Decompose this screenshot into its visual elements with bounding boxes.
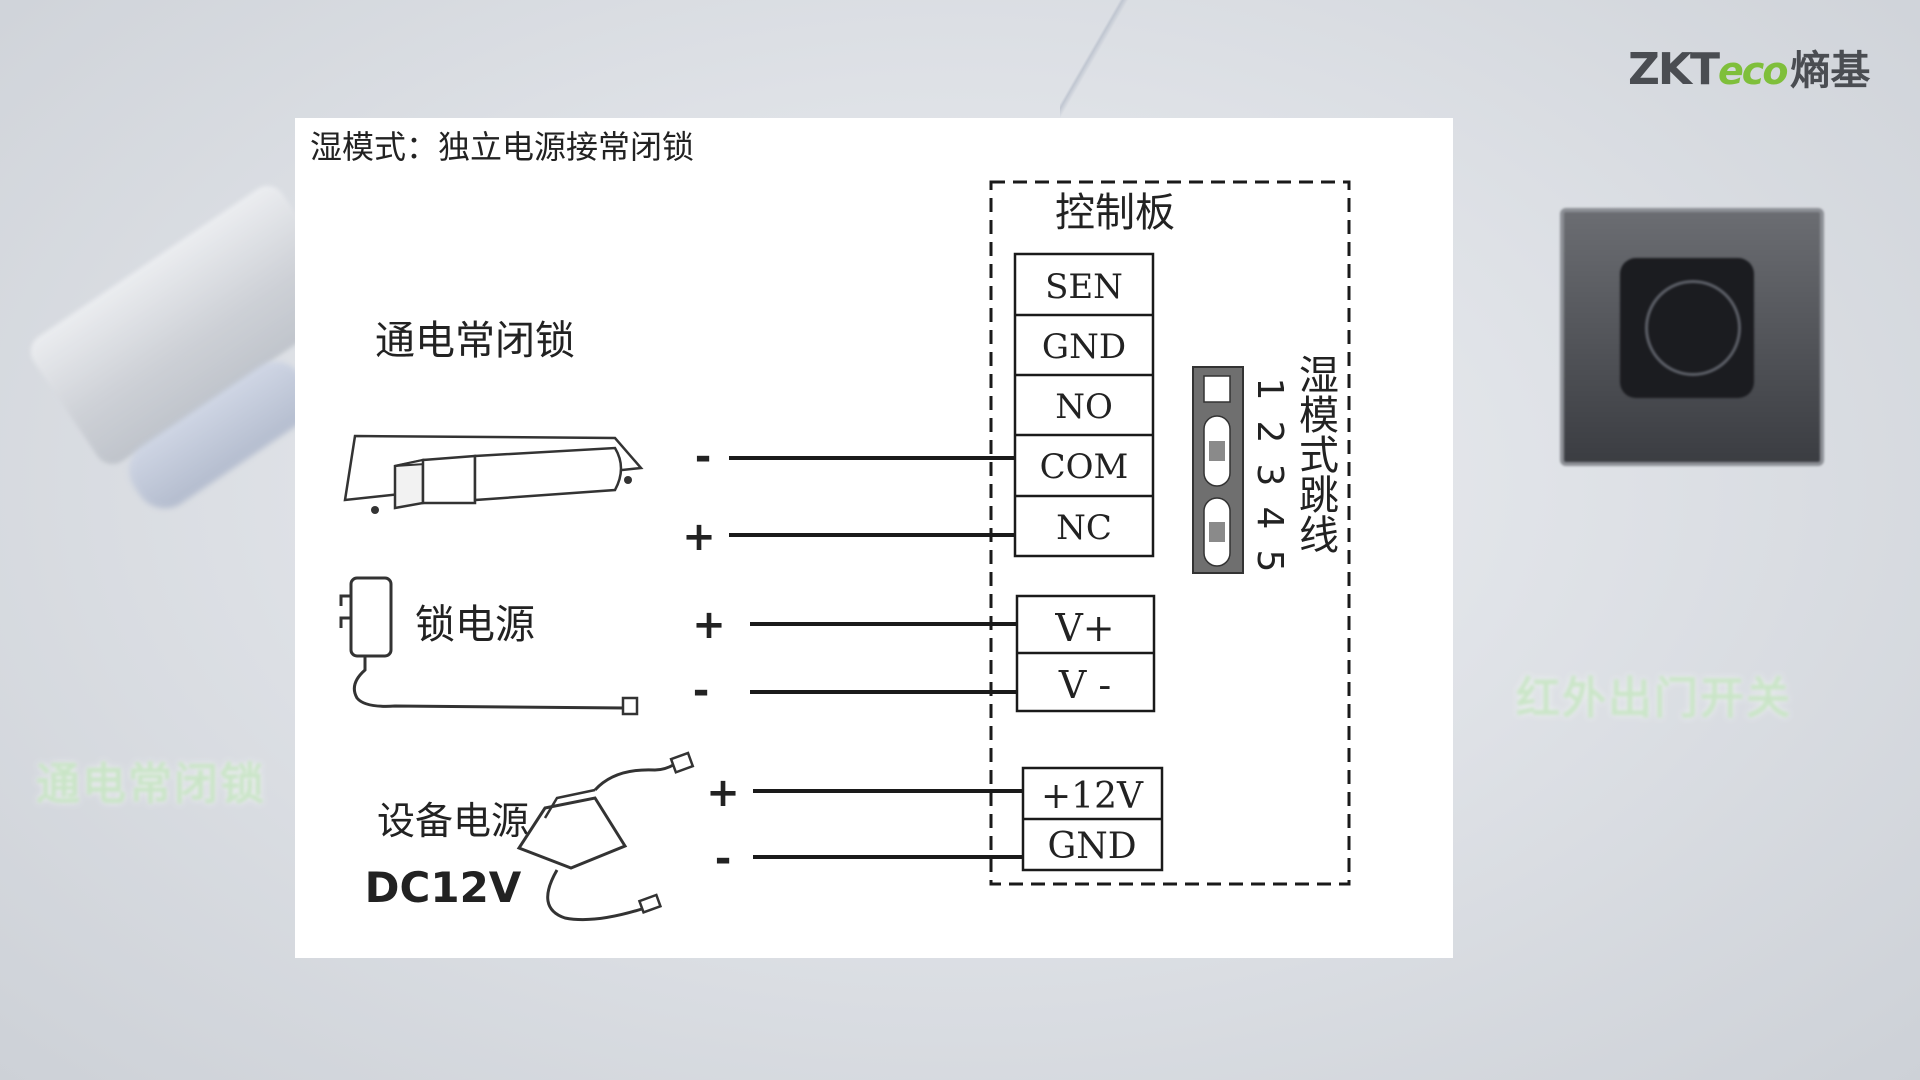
terminal-gnd: GND [1042, 327, 1126, 367]
device-power-adapter [516, 751, 695, 922]
terminal-nc: NC [1056, 508, 1112, 548]
lock-illustration [343, 434, 644, 514]
device-power-spec: DC12V [365, 863, 522, 912]
logo-latin: ZKT [1628, 44, 1720, 95]
jumper-numbers: 1 2 3 4 5 [1249, 378, 1290, 573]
terminal-no: NO [1055, 387, 1113, 427]
terminal-gnd-bottom: GND [1047, 826, 1136, 867]
wiring-diagram-panel: 湿模式：独立电源接常闭锁 控制板 SEN GND NO COM NC V+ V … [295, 118, 1453, 958]
device-adapter-cable-bottom [546, 869, 646, 922]
lock-block [421, 454, 477, 505]
sign-minus-device-power: - [715, 836, 732, 882]
background-caption-right: 红外出门开关 [1516, 673, 1792, 724]
terminal-com: COM [1040, 447, 1129, 487]
adapter-cable [352, 656, 626, 710]
sign-plus-device-power: + [706, 770, 740, 816]
sign-minus-lock: - [695, 434, 712, 480]
jumper-number-1: 1 [1249, 378, 1290, 401]
terminal-block-lock-power: V+ V - [1015, 594, 1156, 713]
adapter-connector [621, 696, 639, 716]
adapter-plug-prong [339, 616, 351, 628]
sign-minus-lock-power: - [693, 668, 710, 714]
wiring-diagram: 湿模式：独立电源接常闭锁 控制板 SEN GND NO COM NC V+ V … [310, 128, 1351, 922]
lock-screw-hole [624, 476, 632, 484]
control-board-label: 控制板 [1055, 190, 1175, 236]
lock-cylinder [473, 446, 623, 502]
lock-screw-hole [371, 506, 379, 514]
lock-power-label: 锁电源 [415, 602, 535, 648]
jumper-cap-4-5-shadow [1209, 522, 1225, 542]
device-power-label: 设备电源 [377, 799, 529, 843]
jumper-cap-2-3-shadow [1209, 441, 1225, 461]
device-adapter-connector [637, 893, 663, 914]
device-adapter-cable-top [593, 762, 676, 792]
jumper-number-4: 4 [1249, 507, 1290, 530]
sign-plus-lock-power: + [692, 602, 726, 648]
terminal-block-top: SEN GND NO COM NC [1013, 252, 1155, 558]
sign-plus-lock: + [682, 514, 716, 560]
terminal-block-device-power: +12V GND [1021, 766, 1164, 872]
adapter-plug-prong [339, 594, 351, 606]
jumper-pin-1 [1203, 375, 1231, 403]
device-adapter-body [516, 796, 628, 870]
lock-label: 通电常闭锁 [375, 318, 575, 364]
adapter-body [349, 576, 393, 658]
terminal-sen: SEN [1045, 267, 1123, 307]
terminal-block-top-frame [1013, 252, 1155, 558]
background-caption-left: 通电常闭锁 [36, 759, 266, 810]
lock-power-adapter [339, 576, 639, 716]
device-adapter-edge [543, 788, 596, 819]
diagram-title: 湿模式：独立电源接常闭锁 [310, 128, 694, 166]
background-exit-switch-ring [1645, 280, 1741, 376]
wet-mode-jumper [1192, 366, 1244, 574]
terminal-v-plus: V+ [1054, 606, 1114, 650]
device-adapter-plug [669, 751, 695, 774]
terminal-v-minus: V - [1058, 663, 1111, 707]
background-wire [1060, 0, 1140, 120]
logo-eco: eco [1718, 49, 1788, 93]
logo-chinese: 熵基 [1790, 48, 1871, 94]
terminal-plus-12v: +12V [1041, 776, 1144, 817]
lock-end-block [393, 458, 425, 510]
jumper-number-5: 5 [1249, 550, 1290, 573]
jumper-number-3: 3 [1249, 464, 1290, 487]
jumper-number-2: 2 [1249, 421, 1290, 444]
jumper-label: 湿模式跳线 [1292, 354, 1338, 554]
